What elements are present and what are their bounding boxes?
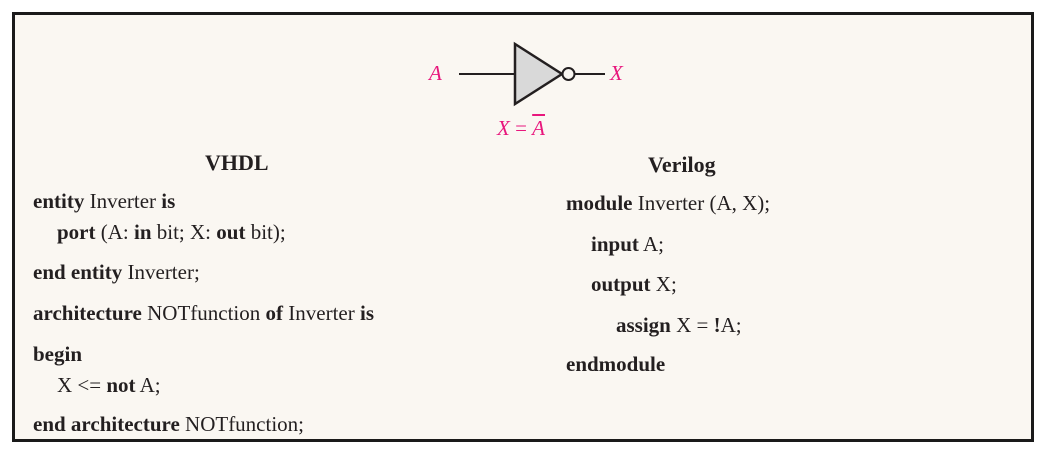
inverter-gate-symbol: A X X = A (427, 27, 637, 147)
keyword: endmodule (566, 352, 666, 376)
keyword: output (591, 272, 651, 296)
code-text: (A: (95, 220, 134, 244)
keyword: entity (33, 189, 85, 213)
keyword: module (566, 191, 633, 215)
code-text: Inverter; (122, 260, 200, 284)
keyword: not (106, 373, 136, 397)
operator: ! (713, 313, 721, 337)
keyword: begin (33, 342, 83, 366)
code-text: Inverter (283, 301, 360, 325)
figure-panel: A X X = A VHDL entity Inverter is port (… (12, 12, 1034, 442)
vhdl-line-port: port (A: in bit; X: out bit); (57, 222, 286, 243)
keyword: input (591, 232, 639, 256)
code-text: Inverter (84, 189, 162, 213)
code-text: bit); (245, 220, 286, 244)
gate-input-label: A (429, 61, 442, 85)
keyword: is (359, 301, 374, 325)
keyword: of (265, 301, 284, 325)
vhdl-line-begin: begin (33, 344, 82, 365)
keyword: architecture (33, 301, 142, 325)
verilog-line-endmodule: endmodule (566, 354, 665, 375)
expression-output: X (497, 116, 510, 140)
vhdl-line-assignment: X <= not A; (57, 375, 161, 396)
code-text: A; (135, 373, 161, 397)
expression-complement-input: A (532, 116, 545, 140)
verilog-heading: Verilog (648, 152, 716, 177)
code-text: A; (638, 232, 664, 256)
keyword: port (57, 220, 96, 244)
inversion-bubble (561, 67, 576, 81)
keyword: assign (616, 313, 671, 337)
code-text: bit; X: (151, 220, 217, 244)
keyword: end entity (33, 260, 123, 284)
code-text: Inverter (A, X); (632, 191, 771, 215)
boolean-expression: X = A (497, 118, 545, 139)
keyword: in (134, 220, 152, 244)
vhdl-line-entity: entity Inverter is (33, 191, 175, 212)
verilog-line-input: input A; (591, 234, 664, 255)
code-text: A; (720, 313, 742, 337)
verilog-line-output: output X; (591, 274, 677, 295)
keyword: end architecture (33, 412, 180, 436)
keyword: is (161, 189, 176, 213)
code-text: NOTfunction; (179, 412, 305, 436)
expression-equals: = (509, 116, 533, 140)
vhdl-line-end-architecture: end architecture NOTfunction; (33, 414, 304, 435)
verilog-line-module: module Inverter (A, X); (566, 193, 770, 214)
inverter-gate-icon (459, 41, 605, 107)
code-text: X; (650, 272, 677, 296)
code-text: NOTfunction (141, 301, 266, 325)
code-text: X <= (57, 373, 107, 397)
code-text: X = (670, 313, 714, 337)
vhdl-heading: VHDL (205, 150, 269, 175)
keyword: out (216, 220, 246, 244)
buffer-triangle (513, 41, 565, 107)
vhdl-line-architecture: architecture NOTfunction of Inverter is (33, 303, 374, 324)
vhdl-line-end-entity: end entity Inverter; (33, 262, 200, 283)
gate-output-label: X (610, 61, 623, 85)
verilog-line-assign: assign X = !A; (616, 315, 742, 336)
